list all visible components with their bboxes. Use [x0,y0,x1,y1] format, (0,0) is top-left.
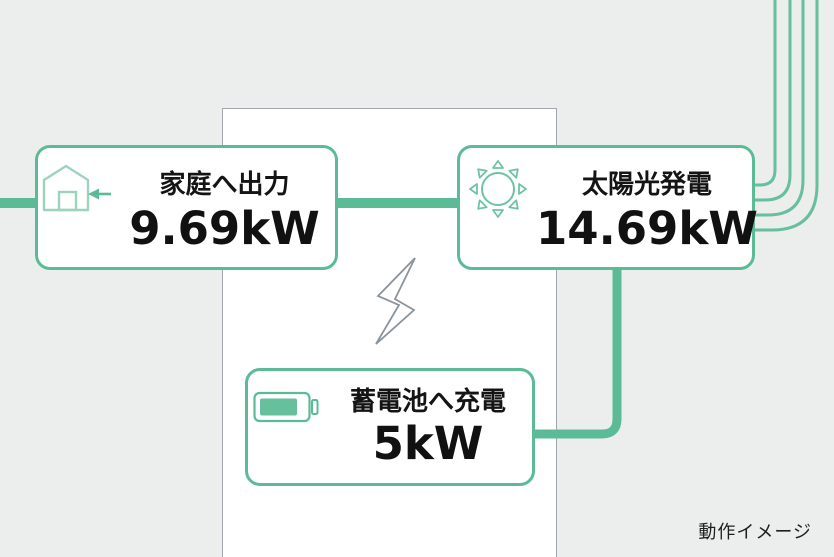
battery-icon [248,387,324,423]
solar-input-line-3 [752,0,805,217]
battery-charge-card: 蓄電池へ充電 5kW [245,368,535,486]
solar-input-line-4 [752,0,819,232]
solar-generation-label: 太陽光発電 [581,170,712,200]
sun-icon [460,160,536,218]
solar-input-line-2 [752,0,792,202]
caption-text: 動作イメージ [698,522,812,543]
solar-generation-card: 太陽光発電 14.69kW [457,145,758,270]
home-output-value: 9.69kW [129,202,320,256]
solar-generation-value: 14.69kW [536,202,758,256]
solar-input-line-1 [752,0,777,187]
battery-charge-label: 蓄電池へ充電 [349,387,506,417]
home-output-card: 家庭へ出力 9.69kW [35,145,338,270]
home-output-label: 家庭へ出力 [159,170,290,200]
lightning-bolt-icon [375,257,416,345]
solar-to-battery-line [532,260,622,439]
house-arrow-icon [38,164,114,213]
battery-charge-value: 5kW [372,417,484,471]
